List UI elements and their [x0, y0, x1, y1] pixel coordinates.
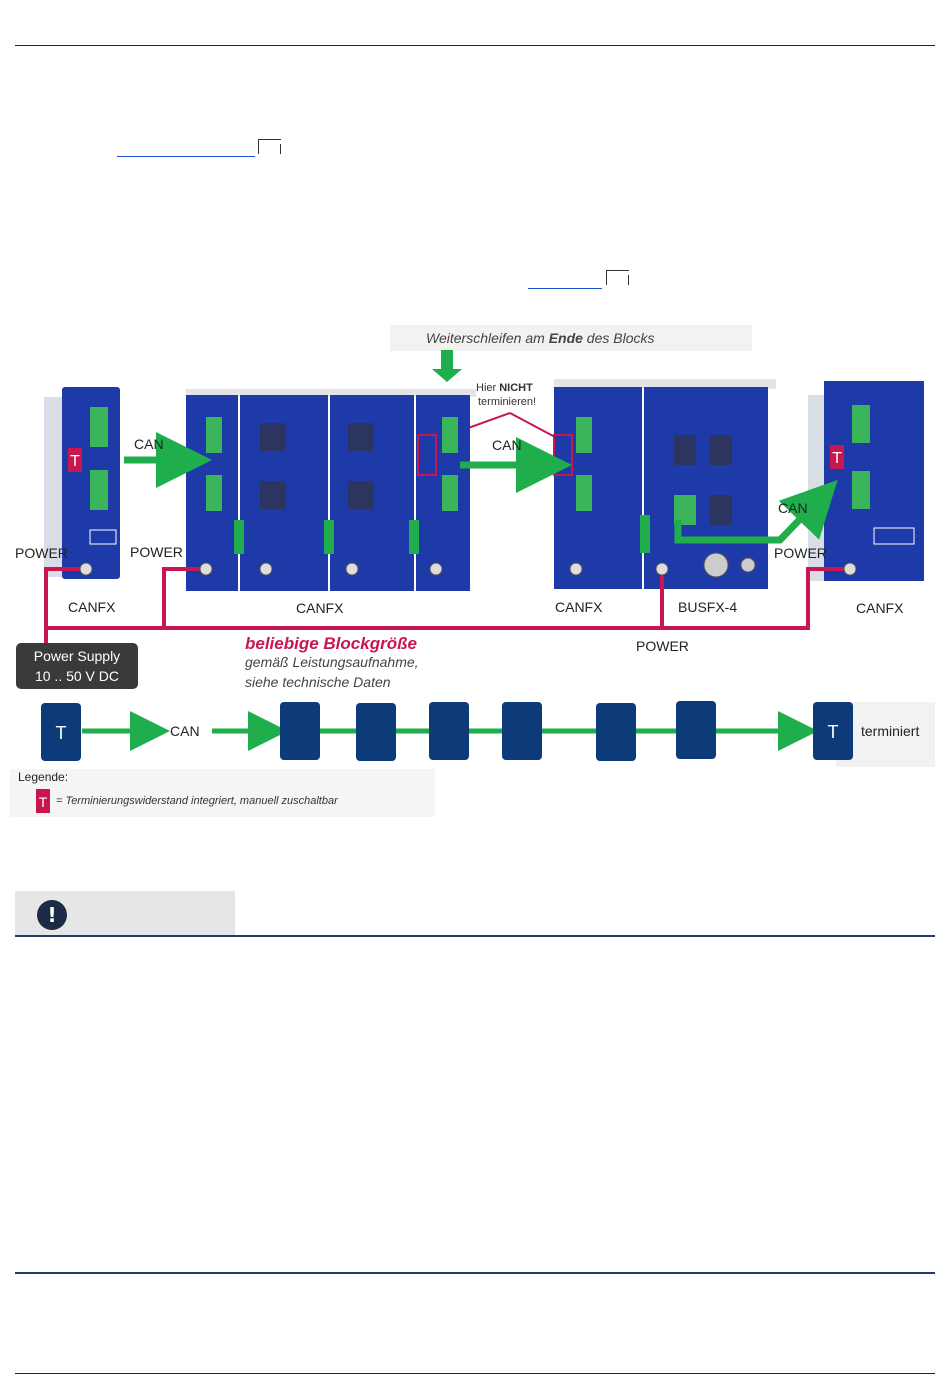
chain-can-label: CAN	[170, 723, 200, 739]
can-label-1: CAN	[134, 436, 164, 452]
notice-rule-top	[15, 935, 935, 937]
chain-end-label: terminiert	[861, 723, 919, 739]
chain-end-letter: T	[828, 722, 839, 742]
power-label-1: POWER	[15, 545, 68, 561]
canfx-device-right: T	[808, 381, 924, 581]
power-wire-bus	[46, 567, 844, 630]
reference-link-2[interactable]	[528, 288, 602, 289]
termination-badge	[68, 448, 82, 472]
block-size-line1: gemäß Leistungsaufnahme,	[245, 654, 419, 670]
chain-block-end	[813, 702, 853, 760]
power-label-3: POWER	[774, 545, 827, 561]
hier-nicht-label: Hier NICHT	[476, 382, 533, 394]
power-supply-box	[16, 643, 138, 689]
legend-termination-badge	[36, 789, 50, 813]
module-label-canfx-3: CANFX	[555, 599, 603, 615]
chain-block-start	[41, 703, 81, 761]
chain-block	[502, 702, 542, 760]
module-label-canfx-4: CANFX	[856, 600, 904, 616]
page-reference-icon	[606, 270, 629, 285]
power-label-bus: POWER	[636, 638, 689, 654]
footer-rule	[15, 1373, 935, 1374]
notice-body	[15, 937, 935, 1272]
hint-line-right	[509, 412, 556, 438]
block-size-title: beliebige Blockgröße	[245, 634, 417, 653]
chain-block	[280, 702, 320, 760]
caption-band	[390, 325, 752, 351]
hier-nicht-label-2: terminieren!	[478, 396, 536, 408]
power-supply-line1: Power Supply	[34, 648, 120, 664]
power-label-2: POWER	[130, 544, 183, 560]
reference-link-1[interactable]	[117, 156, 255, 157]
legend-box	[10, 769, 435, 817]
can-label-2: CAN	[492, 437, 522, 453]
canfx-wiring-diagram: Weiterschleifen am Ende des Blocks Hier …	[10, 325, 935, 820]
notice-header: !	[15, 891, 235, 935]
power-wire-2	[162, 567, 200, 628]
chain-block	[596, 703, 636, 761]
down-arrow-head	[432, 369, 462, 382]
exclamation-icon: !	[37, 900, 67, 930]
can-arrow-3	[674, 479, 838, 544]
page-reference-icon	[258, 139, 281, 154]
block-size-line2: siehe technische Daten	[245, 674, 391, 690]
header-rule	[15, 45, 935, 46]
can-label-3: CAN	[778, 500, 808, 516]
module-label-busfx: BUSFX-4	[678, 599, 737, 615]
chain-block	[356, 703, 396, 761]
canfx-device-left: T	[44, 387, 120, 579]
module-label-canfx-1: CANFX	[68, 599, 116, 615]
down-arrow-icon	[441, 350, 453, 370]
module-label-canfx-2: CANFX	[296, 600, 344, 616]
notice-rule-bottom	[15, 1272, 935, 1274]
legend-letter: T	[39, 794, 48, 810]
canfx-busfx-block	[553, 379, 776, 589]
chain-block	[676, 701, 716, 759]
legend-title: Legende:	[18, 770, 68, 784]
svg-text:T: T	[832, 450, 842, 467]
svg-text:T: T	[70, 453, 80, 470]
top-caption: Weiterschleifen am Ende des Blocks	[426, 330, 655, 346]
legend-text: = Terminierungswiderstand integriert, ma…	[56, 795, 339, 807]
power-wire-1	[44, 567, 80, 643]
power-supply-line2: 10 .. 50 V DC	[35, 668, 119, 684]
chain-start-letter: T	[56, 723, 67, 743]
chain-block	[429, 702, 469, 760]
canfx-block	[186, 389, 476, 591]
